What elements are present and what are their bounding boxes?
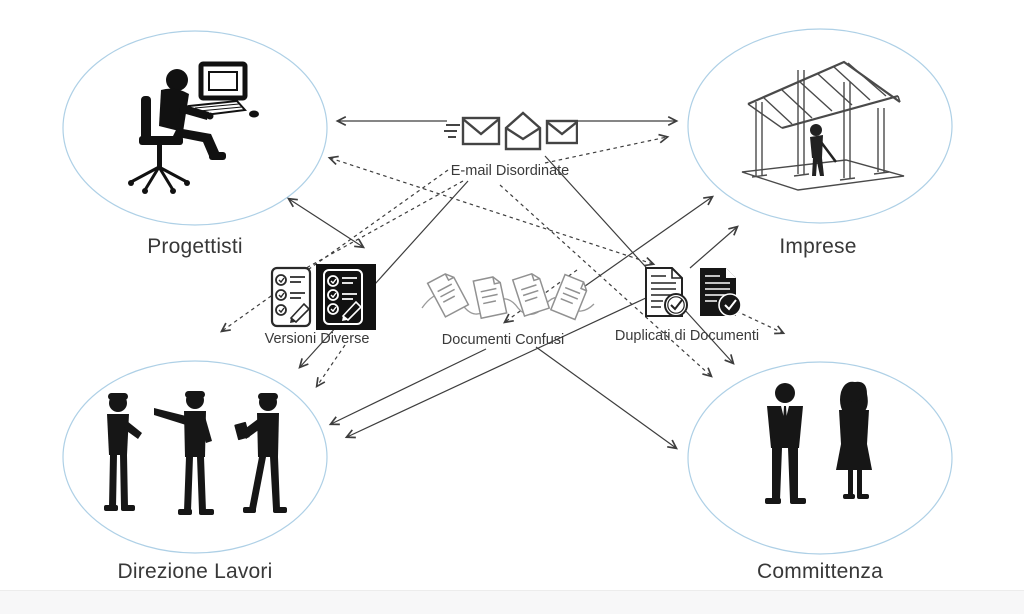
node-label-imprese: Imprese xyxy=(779,235,857,258)
edge-duplicati-committenza-dashed xyxy=(735,310,786,335)
node-ellipse-committenza xyxy=(687,361,953,555)
edge-versioni-direzione-dashed xyxy=(315,344,346,389)
designer-at-computer-icon xyxy=(115,50,275,215)
business-clients-icon xyxy=(745,378,895,518)
steel-frame-construction-icon xyxy=(728,40,918,210)
footer-band xyxy=(0,590,1024,614)
site-supervisors-icon xyxy=(90,383,300,528)
hub-label-email: E-mail Disordinate xyxy=(450,163,570,179)
node-label-progettisti: Progettisti xyxy=(147,235,243,258)
node-ellipse-direzione-lavori xyxy=(62,360,328,554)
checklist-icon xyxy=(270,266,312,328)
edge-documenti-committenza xyxy=(535,346,679,450)
node-label-committenza: Committenza xyxy=(757,560,883,583)
edge-duplicati-imprese xyxy=(689,225,739,269)
edge-duplicati-direzione xyxy=(344,296,649,439)
duplicati-icons-group xyxy=(636,262,748,329)
closed-email-icon xyxy=(545,119,579,145)
edge-email-direzione-dashed xyxy=(219,169,449,333)
node-ellipse-progettisti xyxy=(62,30,328,226)
sent-email-icon xyxy=(444,116,501,146)
hub-label-duplicati: Duplicati di Documenti xyxy=(614,328,760,344)
node-ellipse-imprese xyxy=(687,28,953,224)
email-icons-group xyxy=(444,103,579,160)
edge-progettisti-versioni-bidir xyxy=(286,197,366,249)
hub-label-documenti: Documenti Confusi xyxy=(441,332,565,348)
hub-label-versioni: Versioni Diverse xyxy=(264,331,370,347)
checklist-inverted-icon xyxy=(316,264,376,330)
scattered-documents-icon xyxy=(418,260,598,339)
edge-progettisti-duplicati-dashed xyxy=(327,155,656,267)
edge-documenti-direzione xyxy=(328,348,487,426)
node-label-direzione-lavori: Direzione Lavori xyxy=(117,560,273,583)
document-check-inverted-icon xyxy=(700,268,742,317)
document-check-icon xyxy=(645,267,688,317)
edge-email-versioni-dashed xyxy=(298,180,464,273)
versioni-icons-group xyxy=(260,262,378,337)
open-email-icon xyxy=(504,111,542,151)
edge-email-committenza-dashed xyxy=(499,184,713,378)
